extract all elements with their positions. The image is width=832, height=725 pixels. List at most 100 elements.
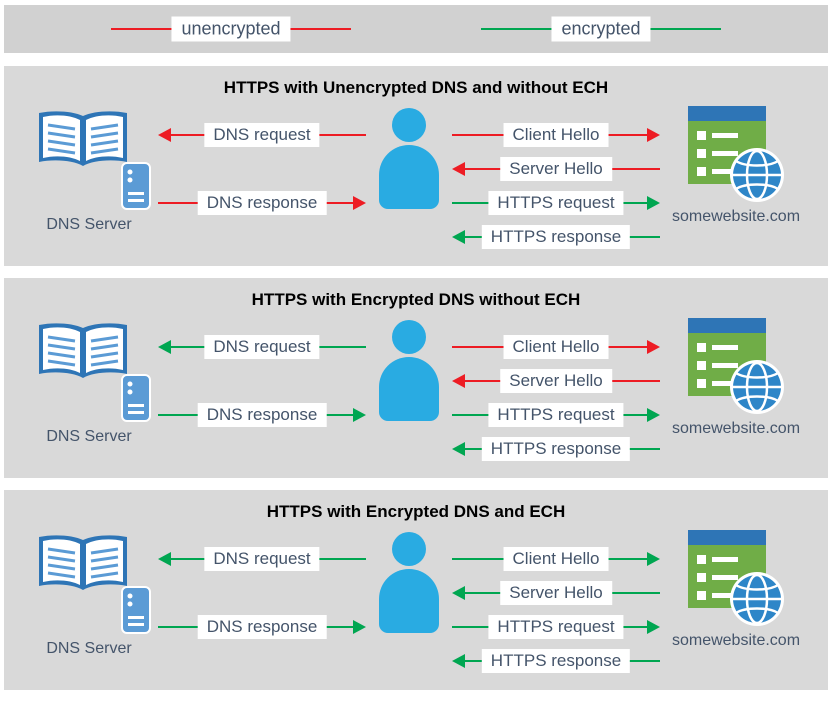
client-entity [366,528,452,633]
panel-body: DNS Server DNS request DNS response [4,314,828,466]
arrowhead-left-icon [452,230,465,244]
client-hello-arrow: Client Hello [452,118,660,152]
arrowhead-left-icon [158,552,171,566]
client-entity [366,104,452,209]
website-icon [688,530,784,626]
book-icon [39,535,127,590]
dns-response-label: DNS response [197,191,327,215]
https-response-arrow: HTTPS response [452,220,660,254]
legend-item-encrypted: encrypted [481,14,721,44]
person-body [379,569,439,633]
https-response-label: HTTPS response [481,225,631,249]
arrowhead-right-icon [647,128,660,142]
https-response-label: HTTPS response [481,649,631,673]
server-hello-label: Server Hello [500,581,612,605]
dns-server-entity: DNS Server [20,104,158,234]
client-entity [366,316,452,421]
book-icon [39,323,127,378]
website-entity: somewebsite.com [660,316,812,438]
https-request-arrow: HTTPS request [452,398,660,432]
person-head [392,320,426,354]
client-hello-label: Client Hello [503,335,609,359]
panel-encrypted-dns-no-ech: HTTPS with Encrypted DNS without ECH [4,278,828,478]
person-icon [379,532,439,633]
person-icon [379,108,439,209]
dns-server-label: DNS Server [46,640,132,657]
dns-server-icon [33,110,151,210]
dns-arrows: DNS request DNS response [158,118,366,220]
dns-arrows: DNS request DNS response [158,542,366,644]
dns-request-label: DNS request [204,547,320,571]
person-body [379,357,439,421]
panel-title: HTTPS with Unencrypted DNS and without E… [223,78,609,97]
arrowhead-left-icon [452,654,465,668]
https-request-arrow: HTTPS request [452,186,660,220]
website-entity: somewebsite.com [660,104,812,226]
website-label: somewebsite.com [671,420,801,437]
website-label: somewebsite.com [671,208,801,225]
arrowhead-left-icon [452,442,465,456]
arrowhead-left-icon [452,374,465,388]
arrowhead-left-icon [452,162,465,176]
dns-response-arrow: DNS response [158,398,366,432]
panel-title: HTTPS with Encrypted DNS and ECH [266,502,566,521]
dns-server-label: DNS Server [46,428,132,445]
dns-response-label: DNS response [197,403,327,427]
arrowhead-right-icon [353,620,366,634]
panel-body: DNS Server DNS request DNS response [4,102,828,254]
website-label: somewebsite.com [671,632,801,649]
dns-server-entity: DNS Server [20,316,158,446]
arrowhead-left-icon [158,128,171,142]
https-request-arrow: HTTPS request [452,610,660,644]
legend-label-unencrypted: unencrypted [171,16,291,42]
server-hello-arrow: Server Hello [452,152,660,186]
client-hello-label: Client Hello [503,123,609,147]
arrowhead-left-icon [158,340,171,354]
server-hello-label: Server Hello [500,369,612,393]
legend-label-encrypted: encrypted [551,16,651,42]
arrowhead-right-icon [647,196,660,210]
arrowhead-right-icon [647,340,660,354]
dns-server-label: DNS Server [46,216,132,233]
dns-server-entity: DNS Server [20,528,158,658]
website-icon [688,318,784,414]
server-hello-arrow: Server Hello [452,576,660,610]
arrowhead-right-icon [647,620,660,634]
panel-unencrypted-dns-no-ech: HTTPS with Unencrypted DNS and without E… [4,66,828,266]
legend: unencrypted encrypted [4,5,828,53]
arrowhead-right-icon [353,408,366,422]
dns-ech-diagram: unencrypted encrypted HTTPS with Unencry… [4,5,828,690]
dns-response-arrow: DNS response [158,610,366,644]
website-entity: somewebsite.com [660,528,812,650]
dns-arrows: DNS request DNS response [158,330,366,432]
dns-server-icon [33,534,151,634]
tls-arrows: Client Hello Server Hello HTTPS request … [452,118,660,254]
person-head [392,532,426,566]
tls-arrows: Client Hello Server Hello HTTPS request … [452,330,660,466]
dns-request-arrow: DNS request [158,542,366,576]
arrowhead-right-icon [647,408,660,422]
panel-title: HTTPS with Encrypted DNS without ECH [251,290,581,309]
panel-body: DNS Server DNS request DNS response [4,526,828,678]
tls-arrows: Client Hello Server Hello HTTPS request … [452,542,660,678]
https-response-arrow: HTTPS response [452,644,660,678]
panel-encrypted-dns-with-ech: HTTPS with Encrypted DNS and ECH [4,490,828,690]
arrowhead-left-icon [452,586,465,600]
server-icon [121,586,151,634]
server-hello-arrow: Server Hello [452,364,660,398]
dns-request-arrow: DNS request [158,330,366,364]
client-hello-label: Client Hello [503,547,609,571]
book-icon [39,111,127,166]
dns-request-label: DNS request [204,123,320,147]
https-request-label: HTTPS request [488,191,624,215]
website-icon [688,106,784,202]
person-head [392,108,426,142]
https-request-label: HTTPS request [488,615,624,639]
server-icon [121,162,151,210]
client-hello-arrow: Client Hello [452,330,660,364]
https-response-label: HTTPS response [481,437,631,461]
dns-request-label: DNS request [204,335,320,359]
dns-response-arrow: DNS response [158,186,366,220]
dns-response-label: DNS response [197,615,327,639]
person-body [379,145,439,209]
